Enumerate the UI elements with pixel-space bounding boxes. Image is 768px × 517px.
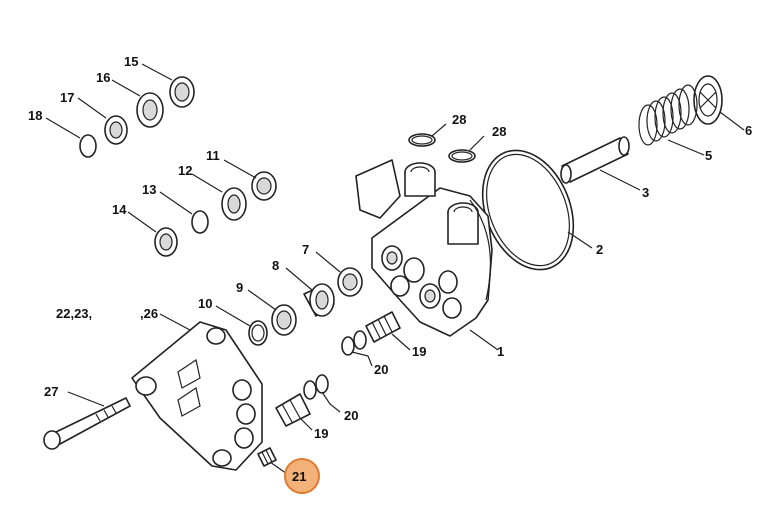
callout-2: 2 xyxy=(596,242,603,257)
part-27-bolt xyxy=(43,397,131,450)
callout-19-upper: 19 xyxy=(412,344,426,359)
part-16-retainer xyxy=(136,92,164,128)
part-11-seal xyxy=(251,171,277,201)
callout-3: 3 xyxy=(642,185,649,200)
part-17-seal xyxy=(104,115,128,145)
part-21-plug xyxy=(257,447,277,467)
callout-20-upper: 20 xyxy=(374,362,388,377)
callout-6: 6 xyxy=(745,123,752,138)
part-13-ring xyxy=(191,210,209,234)
part-8-retainer xyxy=(303,283,335,317)
callout-28-a: 28 xyxy=(452,112,466,127)
part-5-spring xyxy=(638,84,698,146)
callout-labels: 1 2 3 5 6 7 8 9 10 11 12 13 14 15 16 17 … xyxy=(28,54,752,484)
part-19-valve-lower xyxy=(275,393,311,427)
part-9-seal xyxy=(271,304,297,336)
callout-10: 10 xyxy=(198,296,212,311)
callout-7: 7 xyxy=(302,242,309,257)
part-14-seal xyxy=(154,227,178,257)
callout-27: 27 xyxy=(44,384,58,399)
part-1-pump-housing xyxy=(355,159,493,337)
callout-21[interactable]: 21 xyxy=(292,469,306,484)
callout-8: 8 xyxy=(272,258,279,273)
part-22-manifold xyxy=(131,321,263,471)
part-18-ring xyxy=(79,134,97,158)
callout-18: 18 xyxy=(28,108,42,123)
part-28-orings xyxy=(408,133,476,163)
part-2-large-oring xyxy=(481,149,575,271)
highlight-circle-21[interactable] xyxy=(284,458,320,494)
callout-13: 13 xyxy=(142,182,156,197)
part-6-end-cap xyxy=(693,75,723,125)
part-19-valve-upper xyxy=(365,311,401,343)
part-20-orings-upper xyxy=(341,330,367,356)
callout-11: 11 xyxy=(206,148,220,163)
part-12-retainer xyxy=(221,187,247,221)
callout-22-23: 22,23, xyxy=(56,306,92,321)
callout-19-lower: 19 xyxy=(314,426,328,441)
callout-20-lower: 20 xyxy=(344,408,358,423)
part-10-ring xyxy=(248,320,268,346)
callout-5: 5 xyxy=(705,148,712,163)
callout-1: 1 xyxy=(497,344,504,359)
callout-9: 9 xyxy=(236,280,243,295)
callout-16: 16 xyxy=(96,70,110,85)
callout-12: 12 xyxy=(178,163,192,178)
callout-15: 15 xyxy=(124,54,138,69)
callout-14: 14 xyxy=(112,202,127,217)
part-7-seal xyxy=(337,267,363,297)
part-3-piston xyxy=(560,136,630,184)
callout-26: ,26 xyxy=(140,306,158,321)
callout-28-b: 28 xyxy=(492,124,506,139)
part-15-seal xyxy=(169,76,195,108)
callout-17: 17 xyxy=(60,90,74,105)
